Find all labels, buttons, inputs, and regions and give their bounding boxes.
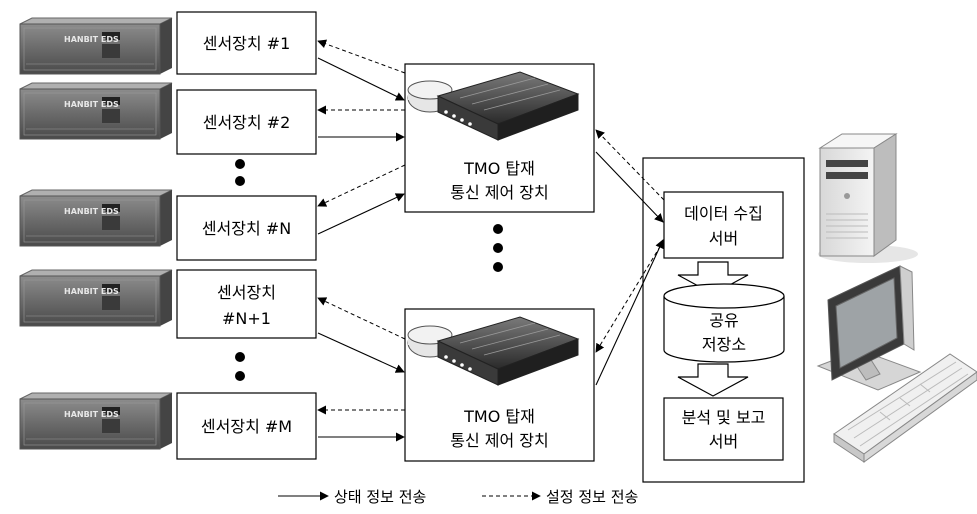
server-label: 서버 [709, 432, 738, 451]
controller-label: 통신 제어 장치 [450, 431, 549, 450]
controller-box-2: TMO 탑재 통신 제어 장치 [404, 308, 595, 462]
rack-device-3: HANBIT EDS [19, 189, 173, 247]
solid-arrow [595, 239, 664, 386]
solid-arrow [317, 57, 405, 101]
dashed-arrow [317, 39, 406, 74]
rack-label: HANBIT EDS [64, 100, 119, 109]
rack-label: HANBIT EDS [64, 35, 119, 44]
down-arrow-icon [677, 363, 749, 397]
sensor-label: 센서장치 #1 [203, 34, 291, 53]
rack-device-icon: HANBIT EDS [19, 82, 173, 140]
server-label: 데이터 수집 [684, 204, 763, 223]
rack-label: HANBIT EDS [64, 207, 119, 216]
legend: 상태 정보 전송 설정 정보 전송 [278, 488, 638, 506]
rack-device-icon: HANBIT EDS [19, 269, 173, 327]
connection-arrows [317, 39, 665, 442]
rack-device-icon: HANBIT EDS [19, 189, 173, 247]
sensor-box-m: 센서장치 #M [176, 392, 317, 460]
sensor-label: 센서장치 #N [202, 219, 291, 238]
sensor-box-1: 센서장치 #1 [176, 11, 317, 75]
solid-arrow [595, 151, 664, 223]
controller-box-1: TMO 탑재 통신 제어 장치 [404, 63, 595, 213]
sensor-label: #N+1 [222, 309, 271, 328]
server-label: 분석 및 보고 [682, 408, 766, 427]
storage-label: 저장소 [702, 335, 746, 354]
sensor-label: 센서장치 [217, 283, 276, 302]
server-tower-icon [818, 133, 918, 263]
analysis-report-server-box: 분석 및 보고 서버 [663, 397, 784, 461]
rack-label: HANBIT EDS [64, 287, 119, 296]
dashed-arrow [595, 239, 665, 353]
solid-arrow [317, 332, 405, 373]
rack-device-2: HANBIT EDS [19, 82, 173, 140]
keyboard-icon [833, 353, 977, 463]
sensor-box-n: 센서장치 #N [176, 195, 317, 261]
monitor-icon [816, 265, 922, 391]
rack-device-icon: HANBIT EDS [19, 392, 173, 450]
server-panel: 데이터 수집 서버 공유 저장소 분석 및 보고 서버 [642, 157, 805, 483]
modem-icon [407, 71, 580, 141]
rack-device-5: HANBIT EDS [19, 392, 173, 450]
rack-label: HANBIT EDS [64, 410, 119, 419]
modem-icon [407, 316, 580, 386]
rack-device-1: HANBIT EDS [19, 17, 173, 75]
rack-device-icon: HANBIT EDS [19, 17, 173, 75]
rack-device-4: HANBIT EDS [19, 269, 173, 327]
controller-label: TMO 탑재 [463, 407, 535, 426]
sensor-box-n-plus-1: 센서장치 #N+1 [176, 269, 317, 339]
dashed-arrow [317, 297, 406, 340]
shared-storage-cylinder: 공유 저장소 [663, 283, 785, 363]
dashed-arrow [317, 164, 406, 207]
server-label: 서버 [709, 229, 738, 248]
legend-dashed-label: 설정 정보 전송 [546, 488, 638, 506]
dashed-arrow [595, 129, 665, 201]
ellipsis-dots-lower [235, 352, 245, 381]
controller-label: 통신 제어 장치 [450, 183, 549, 202]
legend-solid-label: 상태 정보 전송 [334, 488, 426, 506]
sensor-label: 센서장치 #M [201, 417, 292, 436]
sensor-box-2: 센서장치 #2 [176, 89, 317, 155]
sensor-label: 센서장치 #2 [203, 113, 291, 132]
solid-arrow [317, 193, 405, 235]
controller-label: TMO 탑재 [463, 159, 535, 178]
ellipsis-dots-upper [235, 159, 245, 186]
storage-label: 공유 [709, 311, 738, 330]
data-collection-server-box: 데이터 수집 서버 [663, 191, 784, 259]
ellipsis-dots-middle [493, 224, 503, 272]
